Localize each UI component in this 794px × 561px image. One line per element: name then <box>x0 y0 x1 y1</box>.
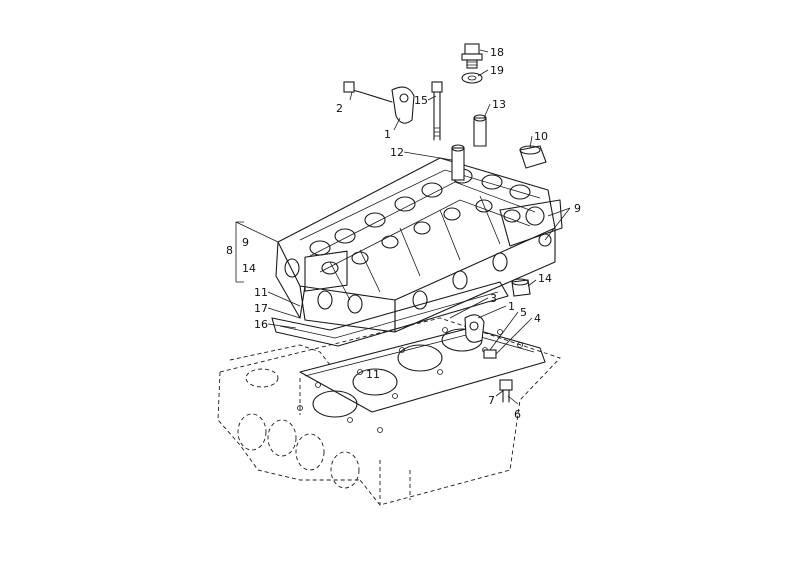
part-19-washer <box>461 72 483 84</box>
callout-3: 3 <box>490 292 497 305</box>
callout-17: 17 <box>254 302 268 315</box>
part-15-head-bolt <box>431 81 443 141</box>
callout-16: 16 <box>254 318 268 331</box>
part-14-plug <box>511 278 531 297</box>
head-gasket <box>297 327 546 433</box>
callout-7: 7 <box>488 394 495 407</box>
callout-8: 8 <box>226 244 233 257</box>
callout-1-top: 1 <box>384 128 391 141</box>
callout-5: 5 <box>520 306 527 319</box>
callout-4: 4 <box>534 312 541 325</box>
part-12-pipe <box>451 144 465 181</box>
callout-14-left: 14 <box>242 262 256 275</box>
part-6-7-bolt <box>499 379 513 403</box>
callout-14-right: 14 <box>538 272 552 285</box>
callout-10: 10 <box>534 130 548 143</box>
callout-1-lower: 1 <box>508 300 515 313</box>
part-13-sleeve <box>473 114 487 147</box>
part-2-bolt <box>343 81 393 103</box>
callout-12: 12 <box>390 146 404 159</box>
callout-6: 6 <box>514 408 521 421</box>
callout-13: 13 <box>492 98 506 111</box>
engine-block <box>217 317 561 506</box>
callout-9-right: 9 <box>574 202 581 215</box>
leader-lines <box>235 49 571 405</box>
callout-11-lower: 11 <box>366 368 380 381</box>
part-4-5-bracket <box>464 314 497 359</box>
part-10-plug <box>519 145 547 169</box>
part-1-bracket <box>391 86 415 124</box>
part-18-bolt <box>461 43 483 69</box>
callout-15: 15 <box>414 94 428 107</box>
callout-2: 2 <box>336 102 343 115</box>
callout-9-left: 9 <box>242 236 249 249</box>
callout-11-upper: 11 <box>254 286 268 299</box>
callout-labels: 18 19 2 15 13 1 10 12 9 8 9 14 14 11 3 1… <box>226 46 581 421</box>
callout-19: 19 <box>490 64 504 77</box>
callout-18: 18 <box>490 46 504 59</box>
